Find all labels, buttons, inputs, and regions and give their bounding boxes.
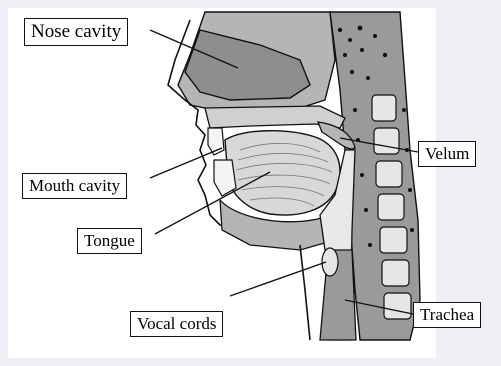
label-nose-cavity: Nose cavity <box>24 18 128 46</box>
leader-mouth <box>150 148 222 178</box>
label-velum: Velum <box>418 141 476 167</box>
vertebra <box>374 128 399 154</box>
leader-vocal <box>230 262 326 296</box>
vertebra <box>382 260 409 286</box>
vertebra <box>376 161 402 187</box>
label-vocal-cords: Vocal cords <box>130 311 223 337</box>
neck-outline <box>300 245 310 340</box>
vertebra <box>384 293 411 319</box>
vertebra <box>378 194 404 220</box>
vertebra <box>380 227 407 253</box>
label-trachea: Trachea <box>413 302 481 328</box>
label-mouth-cavity: Mouth cavity <box>22 173 127 199</box>
label-tongue: Tongue <box>77 228 142 254</box>
vertebra <box>372 95 396 121</box>
